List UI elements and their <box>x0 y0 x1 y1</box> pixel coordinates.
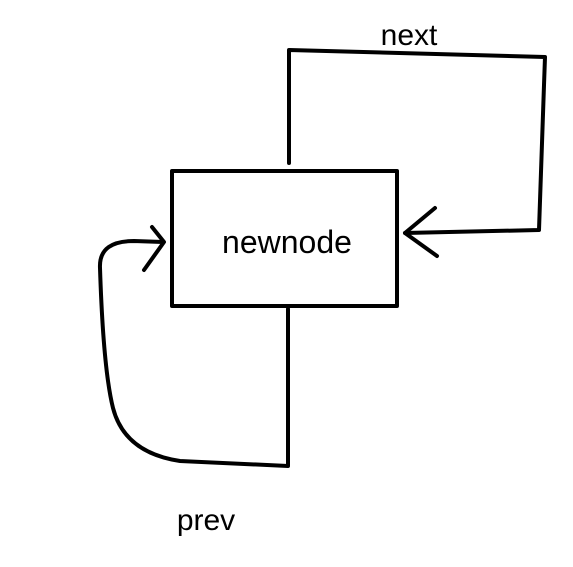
prev-arrowhead <box>142 225 166 272</box>
prev-label: prev <box>177 504 235 537</box>
next-label: next <box>381 19 438 52</box>
newnode-box <box>170 169 399 308</box>
prev-pointer-line <box>97 239 290 468</box>
newnode-label: newnode <box>222 224 352 260</box>
next-pointer-line <box>287 48 547 235</box>
next-arrowhead <box>403 206 439 258</box>
